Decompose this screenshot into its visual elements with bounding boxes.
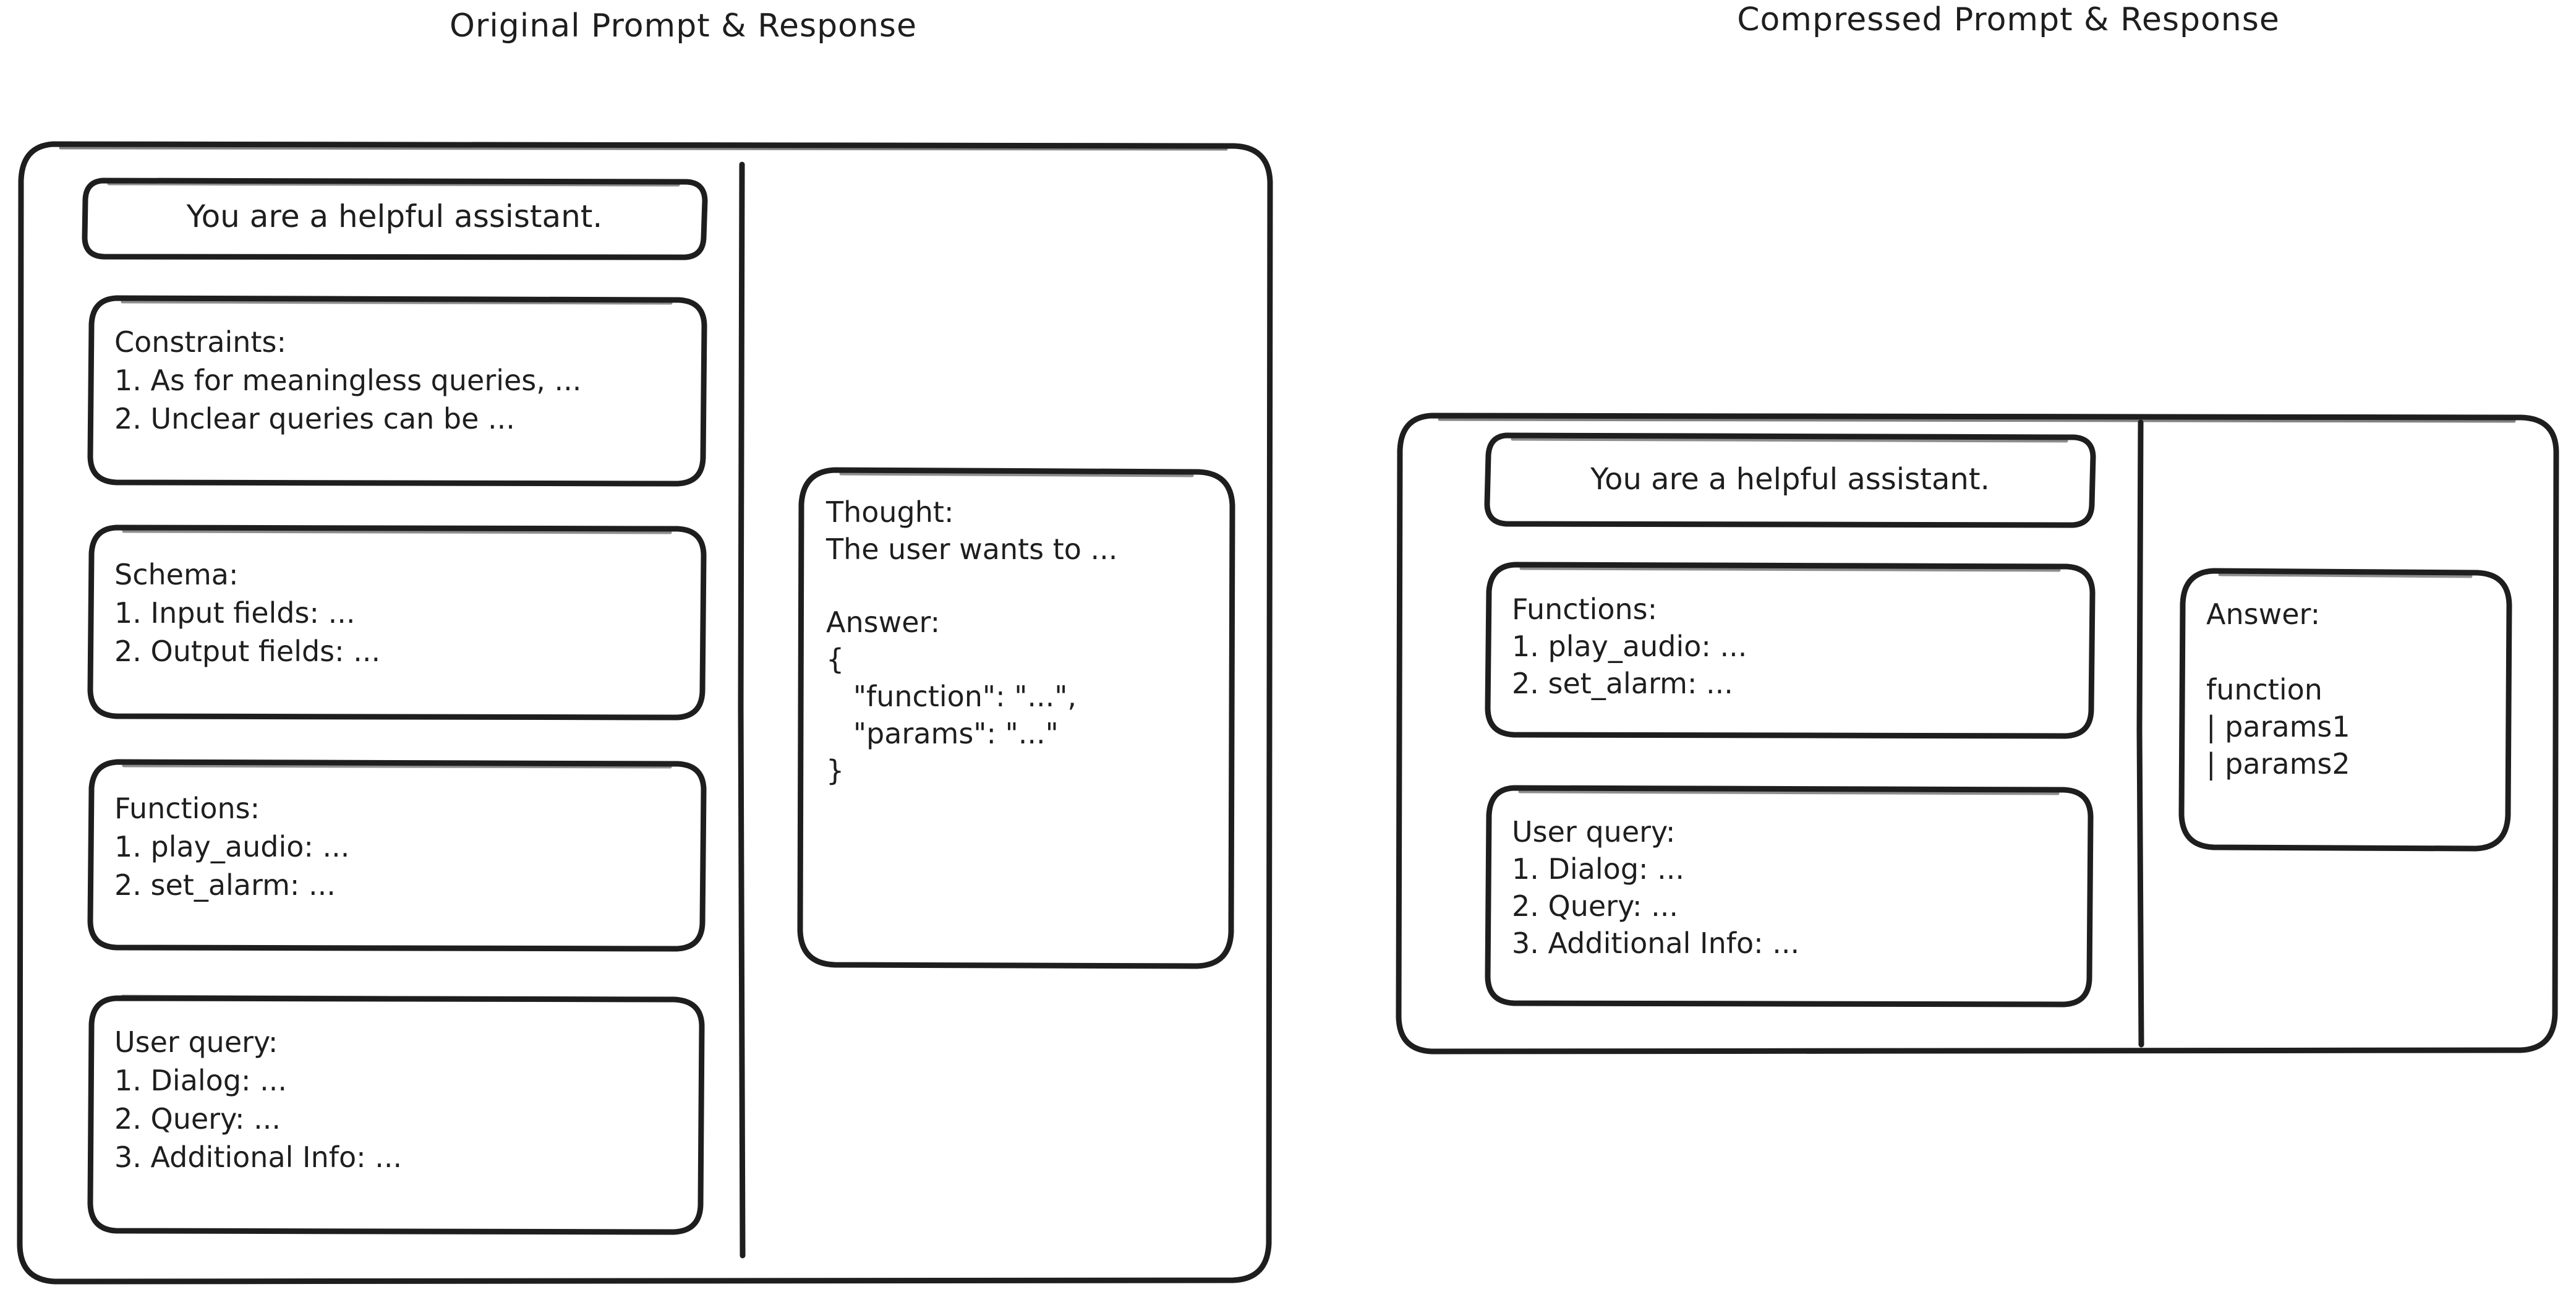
compressed-response-line-4: | params1 [2206, 710, 2350, 743]
panel-title-compressed: Compressed Prompt & Response [1737, 1, 2280, 38]
original-user-query-line-4: 3. Additional Info: ... [114, 1140, 403, 1174]
original-user-query-line-3: 2. Query: ... [114, 1102, 281, 1136]
original-response-line-7: "params": "..." [826, 717, 1059, 750]
original-schema-line-3: 2. Output fields: ... [114, 635, 381, 668]
original-functions-box: Functions: 1. play_audio: ... 2. set_ala… [87, 759, 707, 952]
original-constraints-line-1: Constraints: [114, 325, 286, 359]
original-response-line-6: "function": "...", [826, 680, 1077, 713]
original-schema-box: Schema: 1. Input fields: ... 2. Output f… [87, 524, 707, 721]
original-panel-divider [737, 161, 747, 1259]
original-user-query-line-1: User query: [114, 1025, 278, 1059]
compressed-system-prompt-box: You are a helpful assistant. [1484, 432, 2096, 529]
compressed-functions-box: Functions: 1. play_audio: ... 2. set_ala… [1484, 562, 2096, 740]
original-panel-container [17, 141, 1273, 1285]
original-functions-line-2: 1. play_audio: ... [114, 830, 350, 863]
original-system-prompt-text: You are a helpful assistant. [186, 199, 603, 234]
original-constraints-box: Constraints: 1. As for meaningless queri… [87, 295, 707, 487]
original-response-line-4: Answer: [826, 605, 940, 639]
compressed-response-line-3: function [2206, 673, 2322, 706]
original-constraints-line-3: 2. Unclear queries can be ... [114, 402, 515, 435]
compressed-user-query-line-1: User query: [1512, 815, 1676, 849]
original-system-prompt-box: You are a helpful assistant. [82, 178, 708, 260]
original-response-line-5: { [826, 643, 845, 676]
original-response-box: Thought: The user wants to ... Answer: {… [796, 467, 1235, 971]
original-user-query-box: User query: 1. Dialog: ... 2. Query: ...… [87, 995, 707, 1236]
compressed-panel-container [1396, 413, 2559, 1055]
original-response-line-2: The user wants to ... [826, 533, 1118, 566]
compressed-panel-divider [2136, 419, 2146, 1048]
compressed-functions-line-3: 2. set_alarm: ... [1512, 667, 1733, 700]
original-schema-line-2: 1. Input fields: ... [114, 596, 356, 630]
compressed-response-box: Answer: function | params1 | params2 [2178, 568, 2513, 854]
original-response-line-8: } [826, 754, 845, 787]
compressed-user-query-line-2: 1. Dialog: ... [1512, 852, 1685, 886]
compressed-functions-line-1: Functions: [1512, 593, 1658, 626]
original-user-query-line-2: 1. Dialog: ... [114, 1064, 288, 1097]
original-functions-line-3: 2. set_alarm: ... [114, 868, 336, 902]
original-constraints-line-2: 1. As for meaningless queries, ... [114, 364, 582, 397]
compressed-user-query-line-4: 3. Additional Info: ... [1512, 926, 1800, 960]
original-schema-line-1: Schema: [114, 558, 239, 591]
original-functions-line-1: Functions: [114, 792, 260, 825]
compressed-user-query-line-3: 2. Query: ... [1512, 889, 1678, 923]
compressed-user-query-box: User query: 1. Dialog: ... 2. Query: ...… [1484, 784, 2096, 1008]
compressed-response-line-5: | params2 [2206, 747, 2350, 781]
original-response-line-1: Thought: [826, 495, 954, 529]
compressed-functions-line-2: 1. play_audio: ... [1512, 630, 1747, 663]
compressed-response-line-1: Answer: [2206, 597, 2321, 631]
compressed-system-prompt-text: You are a helpful assistant. [1590, 462, 1990, 497]
panel-title-original: Original Prompt & Response [450, 7, 917, 45]
